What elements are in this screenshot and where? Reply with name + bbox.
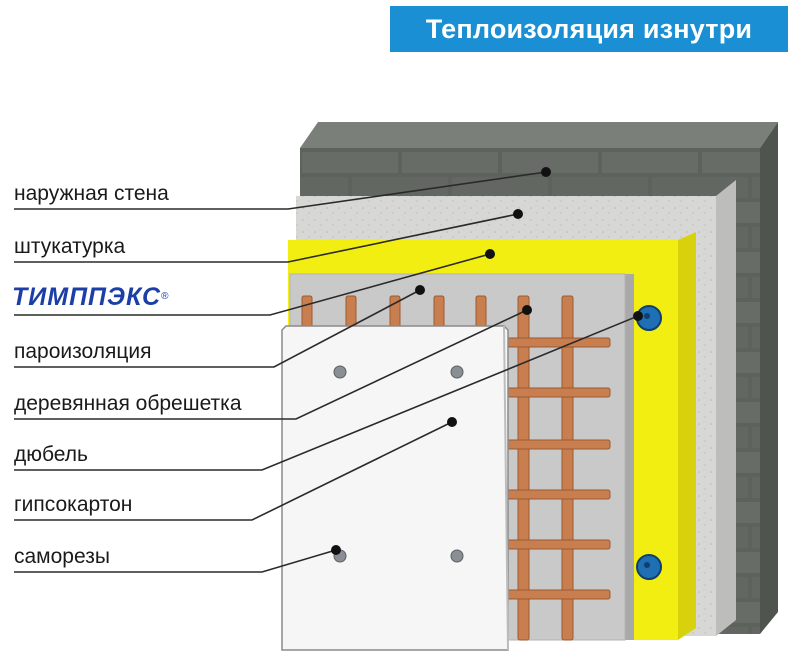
leader-outer-wall <box>14 171 547 210</box>
leader-lines <box>14 171 639 573</box>
wooden-battens <box>301 295 611 641</box>
leader-dot <box>331 545 341 555</box>
label-screws: саморезы <box>14 545 110 568</box>
leader-screws <box>14 549 337 573</box>
label-dowel: дюбель <box>14 443 88 466</box>
screw-icon <box>450 549 464 563</box>
outer-wall-top <box>300 122 778 148</box>
leader-drywall <box>14 421 453 521</box>
leader-dot <box>513 209 523 219</box>
leader-brand <box>14 253 491 316</box>
drywall-sheet <box>281 325 509 651</box>
leader-dot <box>633 311 643 321</box>
batten-horizontal <box>499 439 611 450</box>
leader-dots <box>331 167 643 555</box>
dowel-center <box>644 313 650 319</box>
batten-horizontal <box>499 589 611 600</box>
title-banner: Теплоизоляция изнутри <box>390 6 788 52</box>
leader-dot <box>485 249 495 259</box>
registered-mark: ® <box>161 291 170 302</box>
label-outer-wall: наружная стена <box>14 182 169 205</box>
batten-horizontal <box>499 387 611 398</box>
batten-vertical <box>561 295 574 641</box>
drywall-edge <box>503 325 509 651</box>
dowel-center <box>644 562 650 568</box>
leader-dowel <box>14 315 639 471</box>
vapor-barrier-side <box>625 274 634 640</box>
plaster-side <box>716 180 736 636</box>
leader-wooden-battens <box>14 309 528 420</box>
outer-wall-side <box>760 122 778 634</box>
label-plaster: штукатурка <box>14 235 126 258</box>
label-vapor-barrier: пароизоляция <box>14 340 152 363</box>
leader-vapor-barrier <box>14 289 421 368</box>
leader-plaster <box>14 213 519 263</box>
label-wooden-battens: деревянная обрешетка <box>14 392 242 415</box>
batten-horizontal <box>499 489 611 500</box>
brand-text: ТИМППЭКС <box>12 283 162 311</box>
label-drywall: гипсокартон <box>14 493 133 516</box>
batten-vertical <box>517 295 530 641</box>
batten-horizontal <box>499 337 611 348</box>
insulation-side <box>678 232 696 640</box>
brand-logo: ТИМППЭКС® <box>12 282 169 312</box>
leader-dot <box>447 417 457 427</box>
dowels <box>636 305 662 580</box>
screw-icon <box>333 365 347 379</box>
screw-icon <box>450 365 464 379</box>
leader-dot <box>415 285 425 295</box>
leader-dot <box>522 305 532 315</box>
batten-horizontal <box>499 539 611 550</box>
leader-dot <box>541 167 551 177</box>
